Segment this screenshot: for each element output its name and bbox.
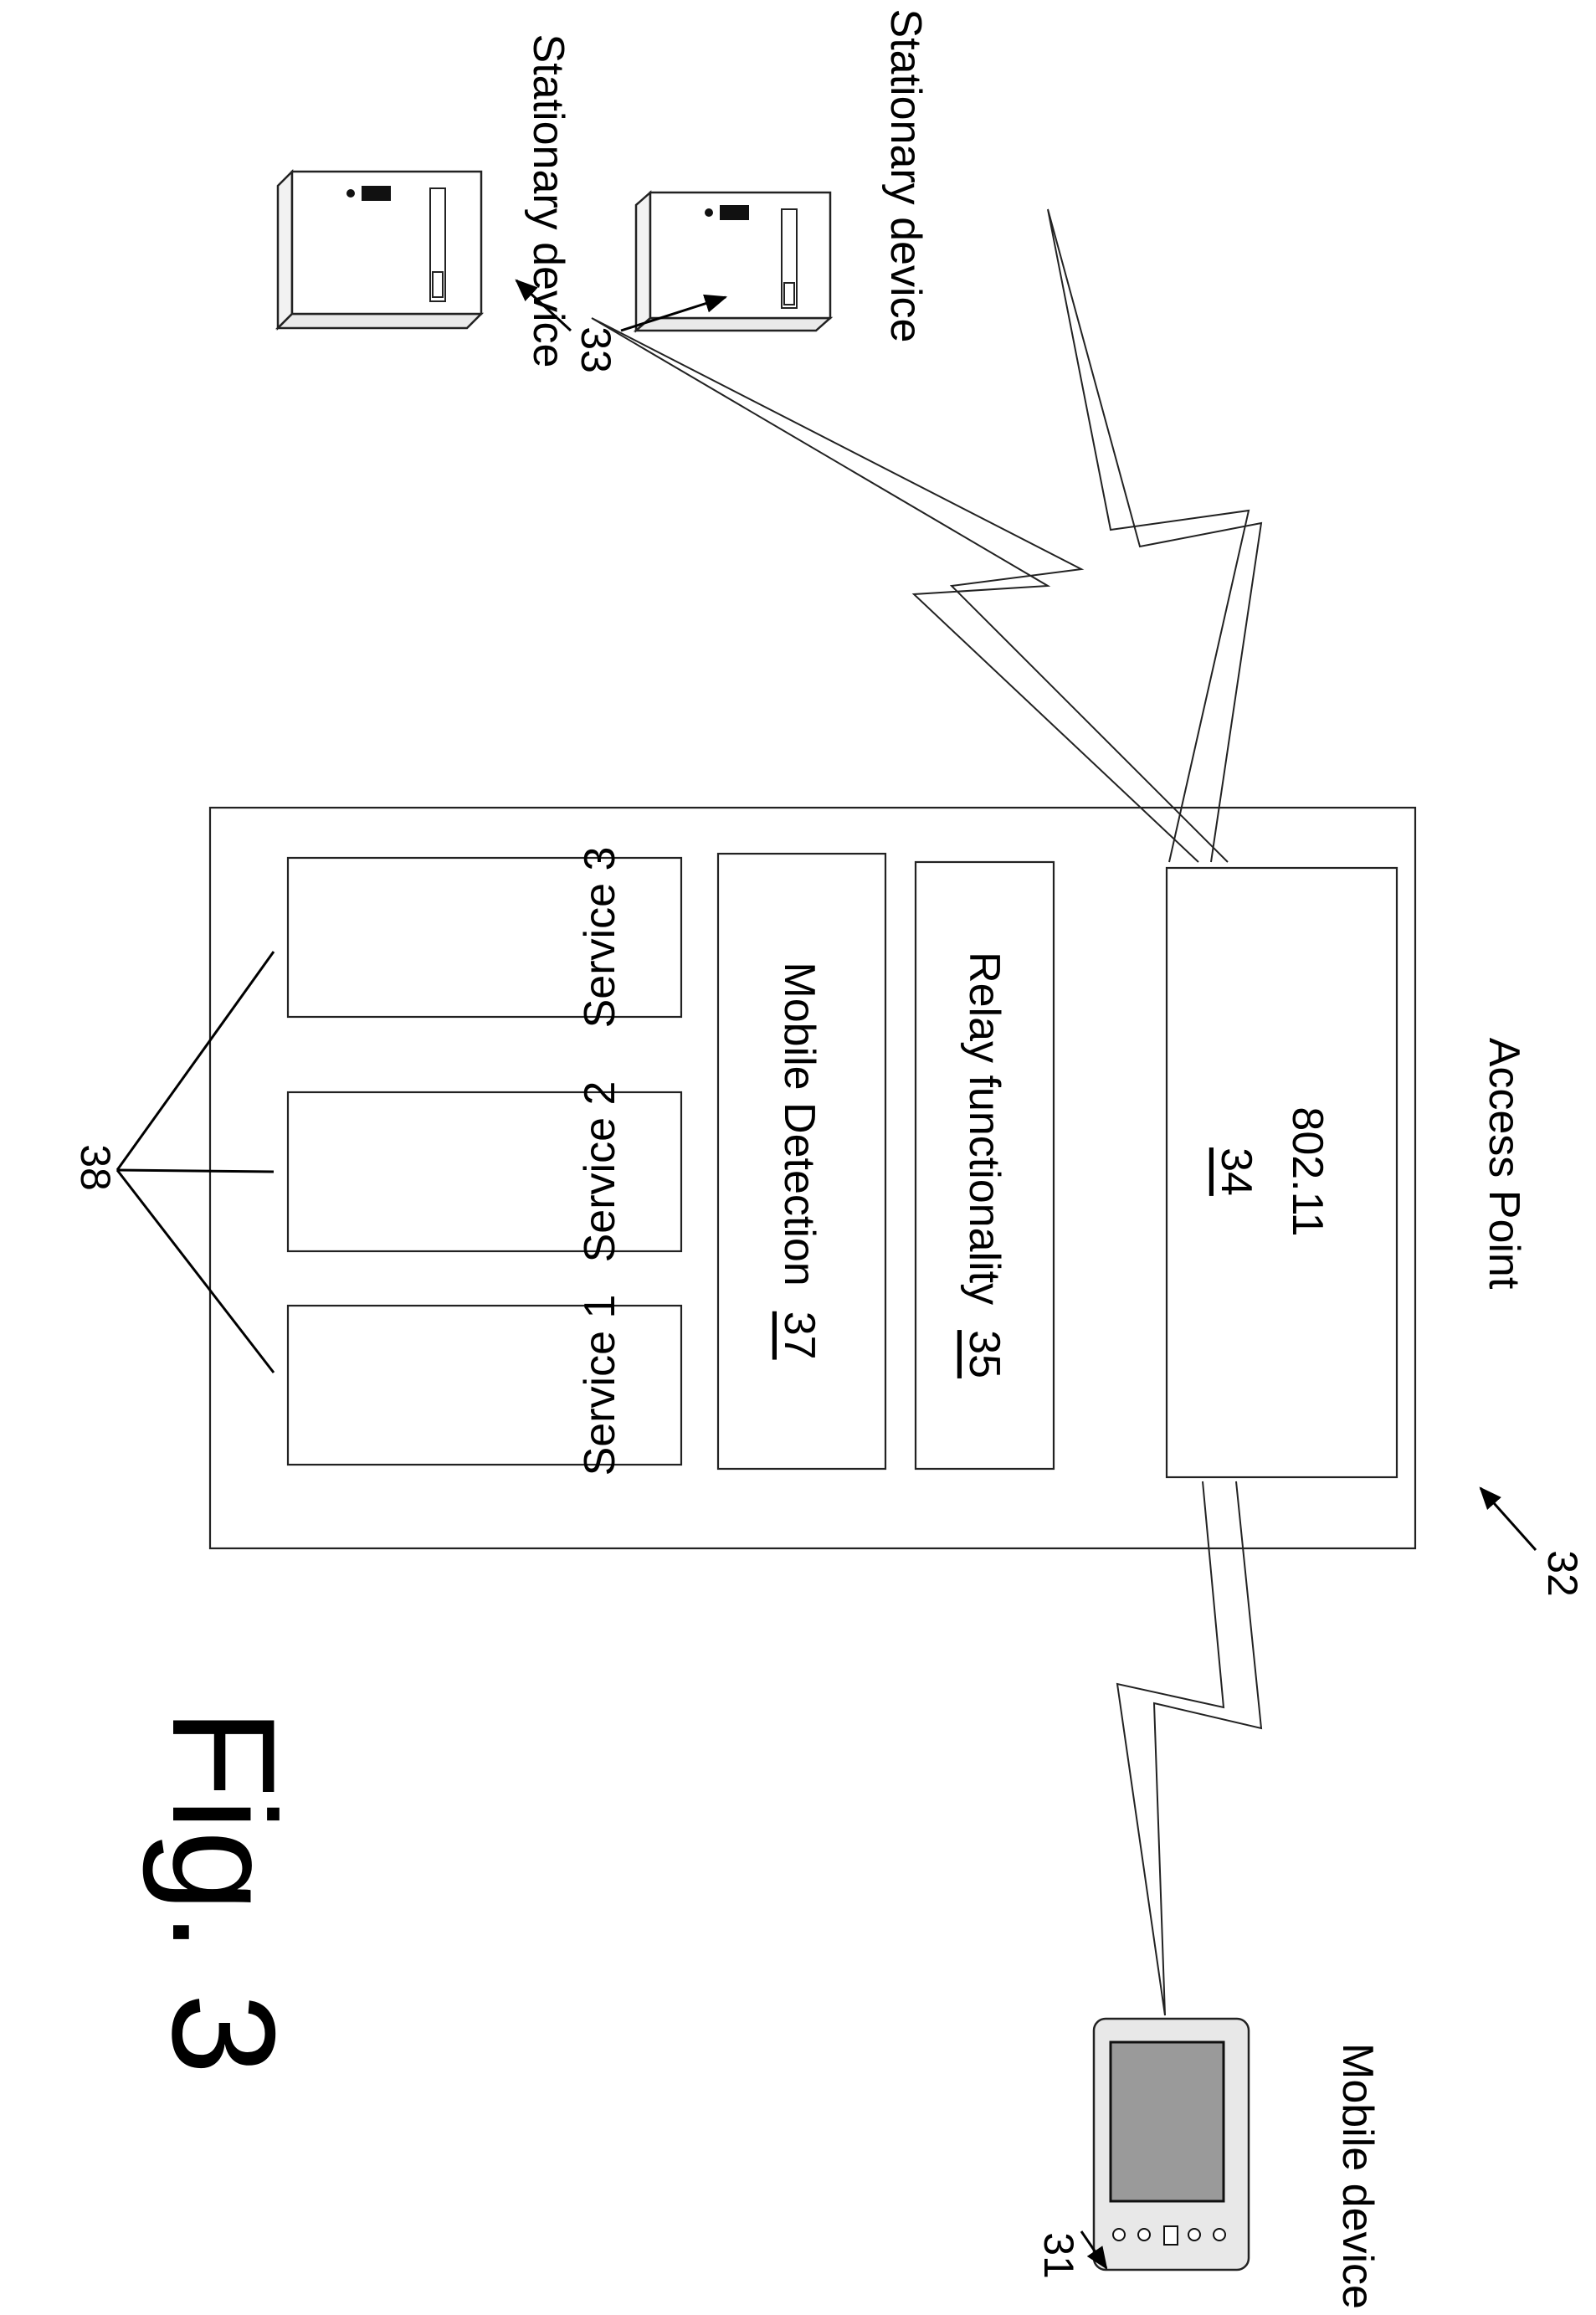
access-point-ref-arrow [1481,1488,1536,1550]
figure-title: Fig. 3 [141,1708,305,2075]
services-ref-leader-3 [117,952,274,1170]
mobile-device-screen [1111,2042,1224,2201]
service-2-label: Service 2 [576,1081,624,1263]
access-point-label: Access Point [1480,1038,1528,1290]
mobile-detection-label: Mobile Detection [775,962,824,1286]
radio-802-11-ref: 34 [1212,1147,1260,1196]
services-ref-leader-1 [117,1170,274,1373]
service-3-label: Service 3 [576,847,624,1029]
mobile-device-ref: 31 [1035,2232,1082,2279]
services-ref-leader-2 [117,1170,274,1172]
wireless-link-stationary-1 [592,318,1228,862]
mobile-device [1094,2019,1249,2270]
relay-functionality-label: Relay functionality [960,952,1008,1305]
radio-802-11-label: 802.11 [1283,1106,1332,1236]
wireless-link-mobile [1117,1481,1261,2015]
relay-functionality-ref: 35 [960,1330,1008,1378]
stationary-device-1-label: Stationary device [524,34,572,368]
stationary-devices-ref: 33 [572,326,619,373]
mobile-detection-ref: 37 [775,1311,824,1360]
services-ref: 38 [72,1144,119,1191]
service-1-label: Service 1 [576,1295,624,1476]
stationary-device-1 [278,172,481,328]
radio-802-11-box [1167,868,1397,1477]
wireless-link-stationary-2 [1048,209,1261,862]
access-point-ref: 32 [1539,1550,1586,1597]
mobile-device-label: Mobile device [1333,2043,1382,2309]
stationary-device-2 [636,192,830,331]
stationary-device-2-label: Stationary device [881,9,930,343]
